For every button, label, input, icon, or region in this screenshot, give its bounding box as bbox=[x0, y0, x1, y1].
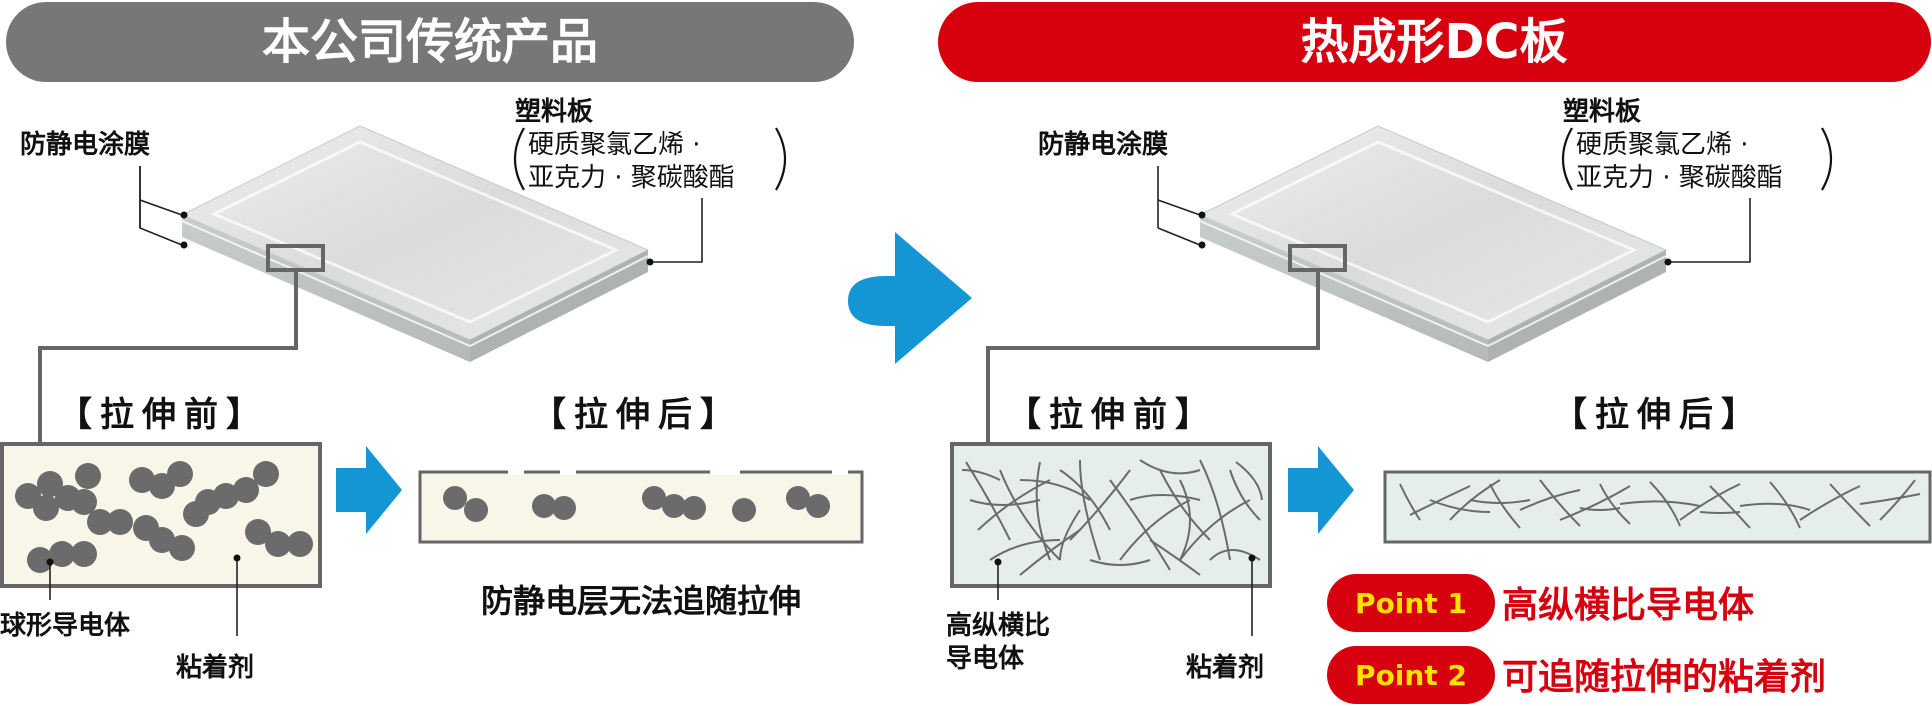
left-coating-label: 防静电涂膜 bbox=[20, 129, 150, 160]
left-before-box bbox=[0, 442, 322, 588]
left-before-label: 【拉伸前】 bbox=[58, 395, 268, 435]
right-board-label: 塑料板 bbox=[1563, 97, 1641, 127]
left-after-label: 【拉伸后】 bbox=[532, 395, 742, 435]
left-board-material-1: 硬质聚氯乙烯 · bbox=[528, 130, 701, 160]
left-after-conductors bbox=[443, 486, 830, 522]
left-after-box bbox=[418, 469, 864, 544]
right-coating-label: 防静电涂膜 bbox=[1038, 129, 1168, 160]
left-board-material-2: 亚克力 · 聚碳酸酯 bbox=[528, 163, 735, 193]
right-header-bg bbox=[938, 2, 1931, 82]
left-zoom-connector bbox=[38, 270, 298, 442]
right-panel: 防静电涂膜 塑料板 硬质聚氯乙烯 · 亚克力 · 聚碳酸酯 【拉伸前】 【拉伸后… bbox=[946, 97, 1932, 704]
point-1-text: 高纵横比导电体 bbox=[1502, 585, 1754, 626]
point-2-badge-label: Point 2 bbox=[1355, 659, 1467, 692]
left-header-bg bbox=[6, 2, 854, 82]
right-header-title: 热成形DC板 bbox=[1300, 14, 1567, 70]
left-panel: 防静电涂膜 塑料板 硬质聚氯乙烯 · 亚克力 · 聚碳酸酯 【拉伸前】 【拉伸后… bbox=[0, 97, 864, 683]
point-2-text: 可追随拉伸的粘着剂 bbox=[1502, 657, 1826, 698]
left-header: 本公司传统产品 bbox=[6, 2, 854, 82]
left-board-label: 塑料板 bbox=[515, 97, 593, 127]
point-2-badge bbox=[1327, 646, 1495, 704]
right-after-label: 【拉伸后】 bbox=[1553, 395, 1763, 435]
right-conductor-label-1: 高纵横比 bbox=[946, 610, 1050, 641]
left-spherical-conductors bbox=[15, 461, 313, 573]
point-1-badge-label: Point 1 bbox=[1355, 587, 1467, 620]
right-plastic-board bbox=[1198, 125, 1668, 362]
right-small-arrow-icon bbox=[1288, 446, 1354, 534]
right-before-box bbox=[950, 442, 1272, 588]
left-coating-leader bbox=[139, 166, 183, 216]
left-adhesive-label: 粘着剂 bbox=[176, 652, 254, 683]
point-1: Point 1 高纵横比导电体 bbox=[1327, 574, 1754, 632]
left-conductor-label: 球形导电体 bbox=[0, 611, 131, 641]
right-zoom-connector bbox=[986, 270, 1320, 442]
right-board-material-2: 亚克力 · 聚碳酸酯 bbox=[1576, 163, 1783, 193]
transition-big-arrow-icon bbox=[848, 232, 972, 364]
right-after-box bbox=[1383, 470, 1932, 544]
right-fiber-conductors bbox=[961, 459, 1263, 576]
right-stretched-fibers bbox=[1399, 479, 1921, 529]
right-before-label: 【拉伸前】 bbox=[1007, 395, 1217, 435]
left-plastic-board bbox=[180, 125, 650, 362]
left-small-arrow-icon bbox=[336, 446, 402, 534]
right-conductor-label-2: 导电体 bbox=[946, 644, 1025, 674]
point-1-badge bbox=[1327, 574, 1495, 632]
point-2: Point 2 可追随拉伸的粘着剂 bbox=[1327, 646, 1826, 704]
right-adhesive-label: 粘着剂 bbox=[1186, 652, 1264, 683]
right-board-material-1: 硬质聚氯乙烯 · bbox=[1576, 130, 1749, 160]
left-caption: 防静电层无法追随拉伸 bbox=[481, 582, 801, 620]
left-header-title: 本公司传统产品 bbox=[262, 14, 598, 70]
left-board-leader bbox=[650, 198, 703, 263]
right-header: 热成形DC板 bbox=[938, 2, 1931, 82]
